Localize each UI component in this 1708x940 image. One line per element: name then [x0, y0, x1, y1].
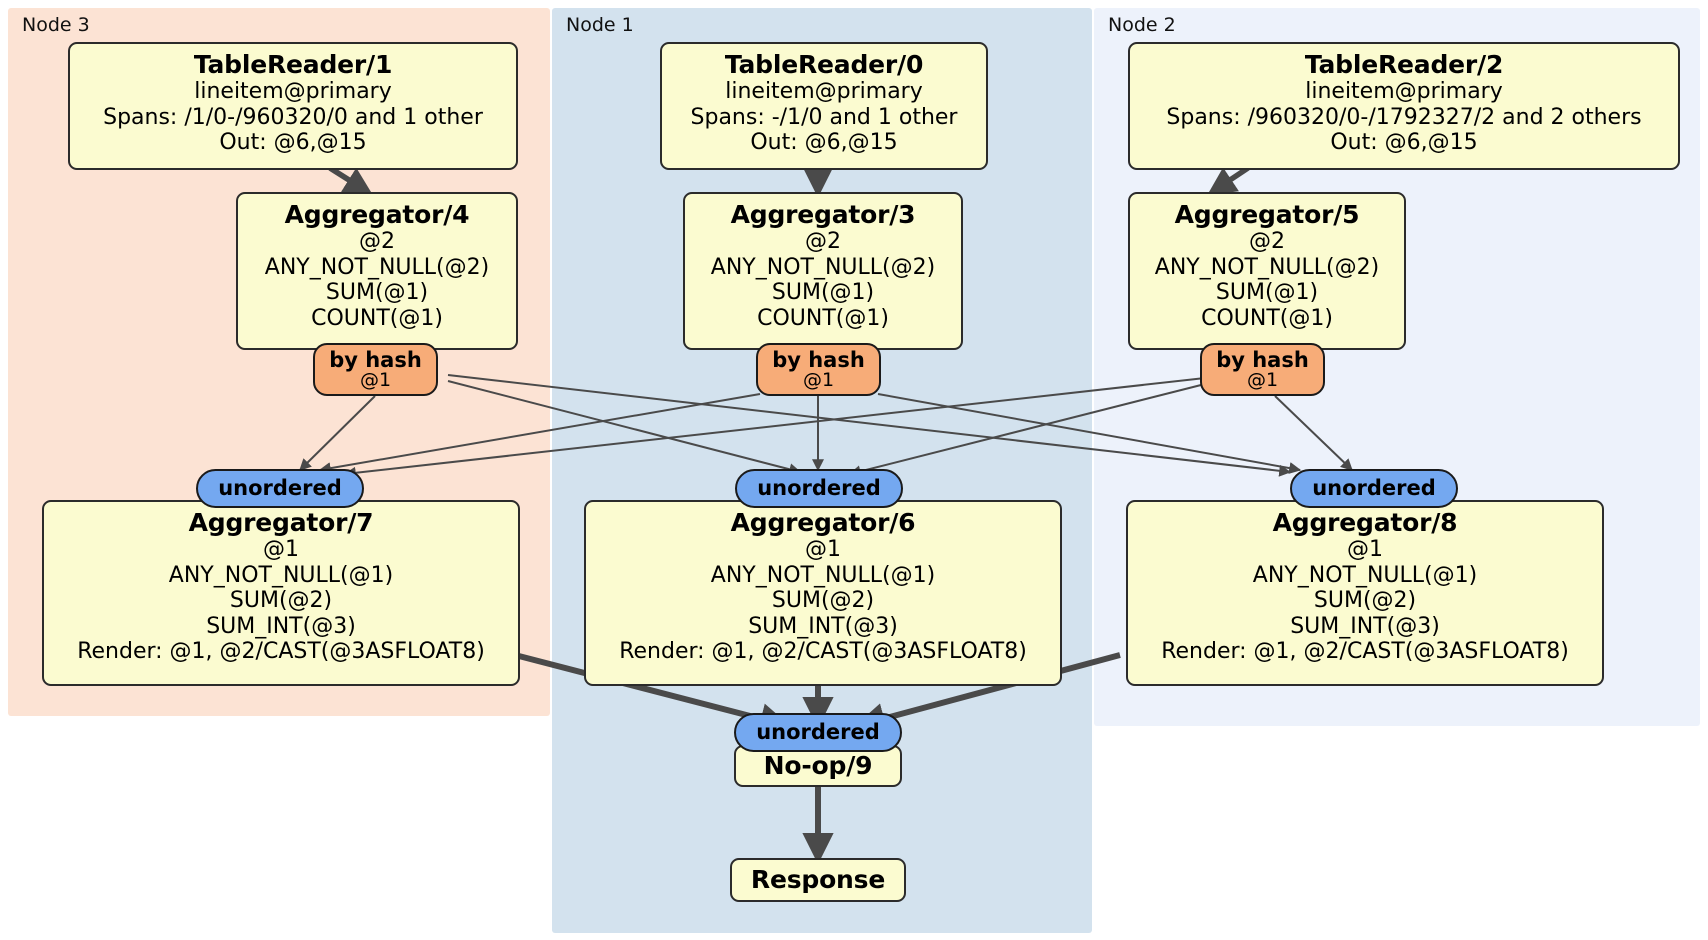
processor-tablereader-2[interactable]: TableReader/2 lineitem@primary Spans: /9…	[1128, 42, 1680, 170]
processor-line: Spans: -/1/0 and 1 other	[690, 104, 958, 130]
processor-aggregator-7[interactable]: Aggregator/7 @1 ANY_NOT_NULL(@1) SUM(@2)…	[42, 500, 520, 686]
processor-tablereader-0[interactable]: TableReader/0 lineitem@primary Spans: -/…	[660, 42, 988, 170]
router-unordered-left[interactable]: unordered	[196, 469, 364, 508]
processor-line: SUM(@2)	[229, 588, 333, 614]
processor-line: COUNT(@1)	[757, 305, 889, 331]
router-label: unordered	[218, 476, 342, 500]
processor-line: SUM(@2)	[1313, 588, 1417, 614]
region-label-node-3: Node 3	[22, 14, 90, 36]
router-label: unordered	[1312, 476, 1436, 500]
processor-line: Spans: /1/0-/960320/0 and 1 other	[103, 104, 483, 130]
router-unordered-final[interactable]: unordered	[734, 713, 902, 752]
router-unordered-right[interactable]: unordered	[1290, 469, 1458, 508]
processor-line: Spans: /960320/0-/1792327/2 and 2 others	[1166, 104, 1642, 130]
processor-line: Render: @1, @2/CAST(@3ASFLOAT8)	[1161, 639, 1569, 665]
processor-aggregator-3[interactable]: Aggregator/3 @2 ANY_NOT_NULL(@2) SUM(@1)…	[683, 192, 963, 350]
region-label-node-2: Node 2	[1108, 14, 1176, 36]
processor-title: TableReader/1	[193, 50, 393, 79]
processor-line: SUM_INT(@3)	[1290, 613, 1440, 639]
processor-line: COUNT(@1)	[1201, 305, 1333, 331]
router-label: by hash	[1216, 347, 1309, 372]
processor-line: lineitem@primary	[725, 79, 923, 104]
router-by-hash-right[interactable]: by hash @1	[1200, 343, 1325, 396]
processor-line: Out: @6,@15	[750, 130, 898, 156]
processor-title: Aggregator/5	[1174, 200, 1360, 229]
processor-line: lineitem@primary	[1305, 79, 1503, 104]
router-label: by hash	[329, 347, 422, 372]
processor-aggregator-8[interactable]: Aggregator/8 @1 ANY_NOT_NULL(@1) SUM(@2)…	[1126, 500, 1604, 686]
processor-line: @1	[1347, 537, 1383, 562]
router-sublabel: @1	[802, 368, 835, 391]
router-sublabel: @1	[1246, 368, 1279, 391]
processor-title: TableReader/2	[1304, 50, 1504, 79]
router-label: unordered	[756, 720, 880, 744]
processor-line: @2	[1249, 229, 1285, 254]
processor-line: SUM(@2)	[771, 588, 875, 614]
processor-line: lineitem@primary	[194, 79, 392, 104]
processor-line: @1	[805, 537, 841, 562]
processor-line: Out: @6,@15	[219, 130, 367, 156]
processor-line: SUM(@1)	[1215, 280, 1319, 306]
processor-title: Aggregator/3	[730, 200, 916, 229]
processor-line: ANY_NOT_NULL(@2)	[1154, 254, 1380, 280]
processor-line: @2	[359, 229, 395, 254]
processor-title: Aggregator/7	[188, 508, 374, 537]
processor-title: Response	[750, 865, 886, 894]
processor-line: ANY_NOT_NULL(@2)	[264, 254, 490, 280]
processor-line: ANY_NOT_NULL(@2)	[710, 254, 936, 280]
processor-line: @2	[805, 229, 841, 254]
processor-line: Render: @1, @2/CAST(@3ASFLOAT8)	[619, 639, 1027, 665]
router-unordered-mid[interactable]: unordered	[735, 469, 903, 508]
processor-title: TableReader/0	[724, 50, 924, 79]
processor-line: SUM_INT(@3)	[206, 613, 356, 639]
processor-title: Aggregator/6	[730, 508, 916, 537]
processor-aggregator-4[interactable]: Aggregator/4 @2 ANY_NOT_NULL(@2) SUM(@1)…	[236, 192, 518, 350]
processor-line: SUM_INT(@3)	[748, 613, 898, 639]
processor-line: Render: @1, @2/CAST(@3ASFLOAT8)	[77, 639, 485, 665]
processor-aggregator-6[interactable]: Aggregator/6 @1 ANY_NOT_NULL(@1) SUM(@2)…	[584, 500, 1062, 686]
router-label: by hash	[772, 347, 865, 372]
processor-line: ANY_NOT_NULL(@1)	[168, 562, 394, 588]
router-sublabel: @1	[359, 368, 392, 391]
processor-noop-9[interactable]: No-op/9	[734, 745, 902, 787]
processor-title: No-op/9	[763, 751, 873, 780]
router-by-hash-left[interactable]: by hash @1	[313, 343, 438, 396]
processor-line: COUNT(@1)	[311, 305, 443, 331]
processor-line: SUM(@1)	[325, 280, 429, 306]
processor-title: Aggregator/4	[284, 200, 470, 229]
router-label: unordered	[757, 476, 881, 500]
router-by-hash-mid[interactable]: by hash @1	[756, 343, 881, 396]
processor-title: Aggregator/8	[1272, 508, 1458, 537]
processor-line: ANY_NOT_NULL(@1)	[1252, 562, 1478, 588]
processor-tablereader-1[interactable]: TableReader/1 lineitem@primary Spans: /1…	[68, 42, 518, 170]
processor-aggregator-5[interactable]: Aggregator/5 @2 ANY_NOT_NULL(@2) SUM(@1)…	[1128, 192, 1406, 350]
processor-response[interactable]: Response	[730, 858, 906, 902]
processor-line: @1	[263, 537, 299, 562]
region-label-node-1: Node 1	[566, 14, 634, 36]
processor-line: Out: @6,@15	[1330, 130, 1478, 156]
processor-line: ANY_NOT_NULL(@1)	[710, 562, 936, 588]
processor-line: SUM(@1)	[771, 280, 875, 306]
